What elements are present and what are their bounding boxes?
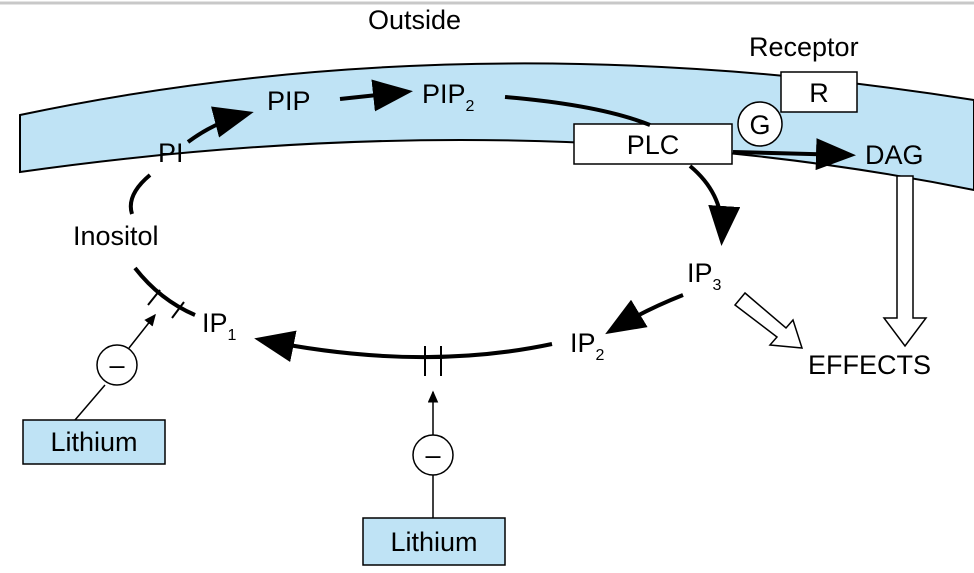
block-mark-ip1-1 [147,289,161,306]
g-protein-label: G [749,110,770,140]
pip2-to-ip3-arrow [504,95,722,238]
inositol-to-pi-arrow [128,173,152,215]
dag-label: DAG [865,140,924,170]
ip2-to-ip1-arrow [254,330,553,363]
plc-box [573,123,733,165]
ip3-label: IP3 [687,258,722,294]
inositol-label: Inositol [73,221,159,251]
dag-to-effects-open-arrow [882,175,928,348]
ip1-to-inositol-arrow [133,266,196,317]
pip-label: PIP [267,86,311,116]
cell-membrane [19,62,974,192]
lithium-left-arrow [128,313,156,349]
ip1-label: IP1 [202,308,237,344]
lithium-bottom-label: Lithium [390,527,477,557]
receptor-label: Receptor [749,32,859,62]
lithium-bottom-box [362,517,506,566]
receptor-box [780,71,858,113]
g-protein-circle [737,101,783,147]
block-mark-ip1-2 [171,301,185,319]
plc-to-dag-arrow [732,138,856,171]
lithium-left-box [22,419,166,465]
lithium-left-inhibitor-sign: – [109,350,124,380]
pi-to-pip-arrow [186,106,254,144]
ip3-to-effects-open-arrow [733,291,804,349]
lithium-left-inhibitor-circle [96,344,138,386]
effects-label: EFFECTS [808,350,931,380]
plc-label: PLC [627,130,680,160]
outside-label: Outside [368,5,461,35]
pi-label: PI [158,138,184,168]
lithium-bottom-inhibitor-sign: – [425,440,440,470]
lithium-left-label: Lithium [50,427,137,457]
ip3-to-ip2-arrow [605,293,684,335]
pip-to-pip2-arrow [339,79,413,112]
ip2-label: IP2 [570,328,605,364]
receptor-box-label: R [809,78,829,108]
lithium-left-line [74,384,106,421]
pip2-label: PIP2 [422,79,475,115]
